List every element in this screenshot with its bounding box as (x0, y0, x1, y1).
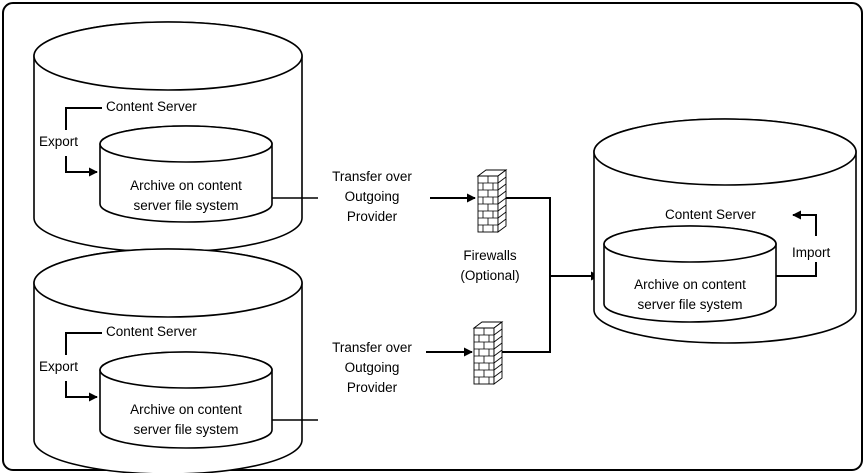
target-archive-label-a: Archive on content (634, 277, 746, 292)
transfer-label-1a: Transfer over (332, 169, 412, 184)
firewall-label-1: Firewalls (463, 248, 517, 263)
source-server-1: Content Server Export Archive on content… (33, 21, 476, 253)
import-arrow (776, 215, 817, 277)
export-arrow-2 (65, 332, 102, 397)
target-server-label: Content Server (665, 207, 756, 222)
transfer-label-2c: Provider (347, 380, 398, 395)
firewall-1-icon (477, 169, 507, 233)
archive-label-2a: Archive on content (130, 402, 242, 417)
transfer-label-1c: Provider (347, 209, 398, 224)
firewall-2-icon (473, 321, 503, 385)
export-label-2: Export (39, 359, 78, 374)
firewall-2-connector (502, 276, 551, 353)
firewall-label-2: (Optional) (460, 268, 519, 283)
archive-label-2b: server file system (133, 422, 238, 437)
transfer-label-1b: Outgoing (345, 189, 400, 204)
export-label-1: Export (39, 134, 78, 149)
source-server-2: Content Server Export Archive on content… (33, 248, 473, 473)
server-label-1: Content Server (106, 99, 197, 114)
transfer-label-2b: Outgoing (345, 360, 400, 375)
import-label: Import (792, 245, 831, 260)
archive-label-1a: Archive on content (130, 178, 242, 193)
export-arrow-1 (65, 107, 102, 172)
firewall-1-connector (506, 197, 551, 276)
archive-label-1b: server file system (133, 198, 238, 213)
target-archive-label-b: server file system (637, 297, 742, 312)
server-label-2: Content Server (106, 324, 197, 339)
target-server: Content Server Import Archive on content… (593, 118, 857, 344)
transfer-label-2a: Transfer over (332, 340, 412, 355)
